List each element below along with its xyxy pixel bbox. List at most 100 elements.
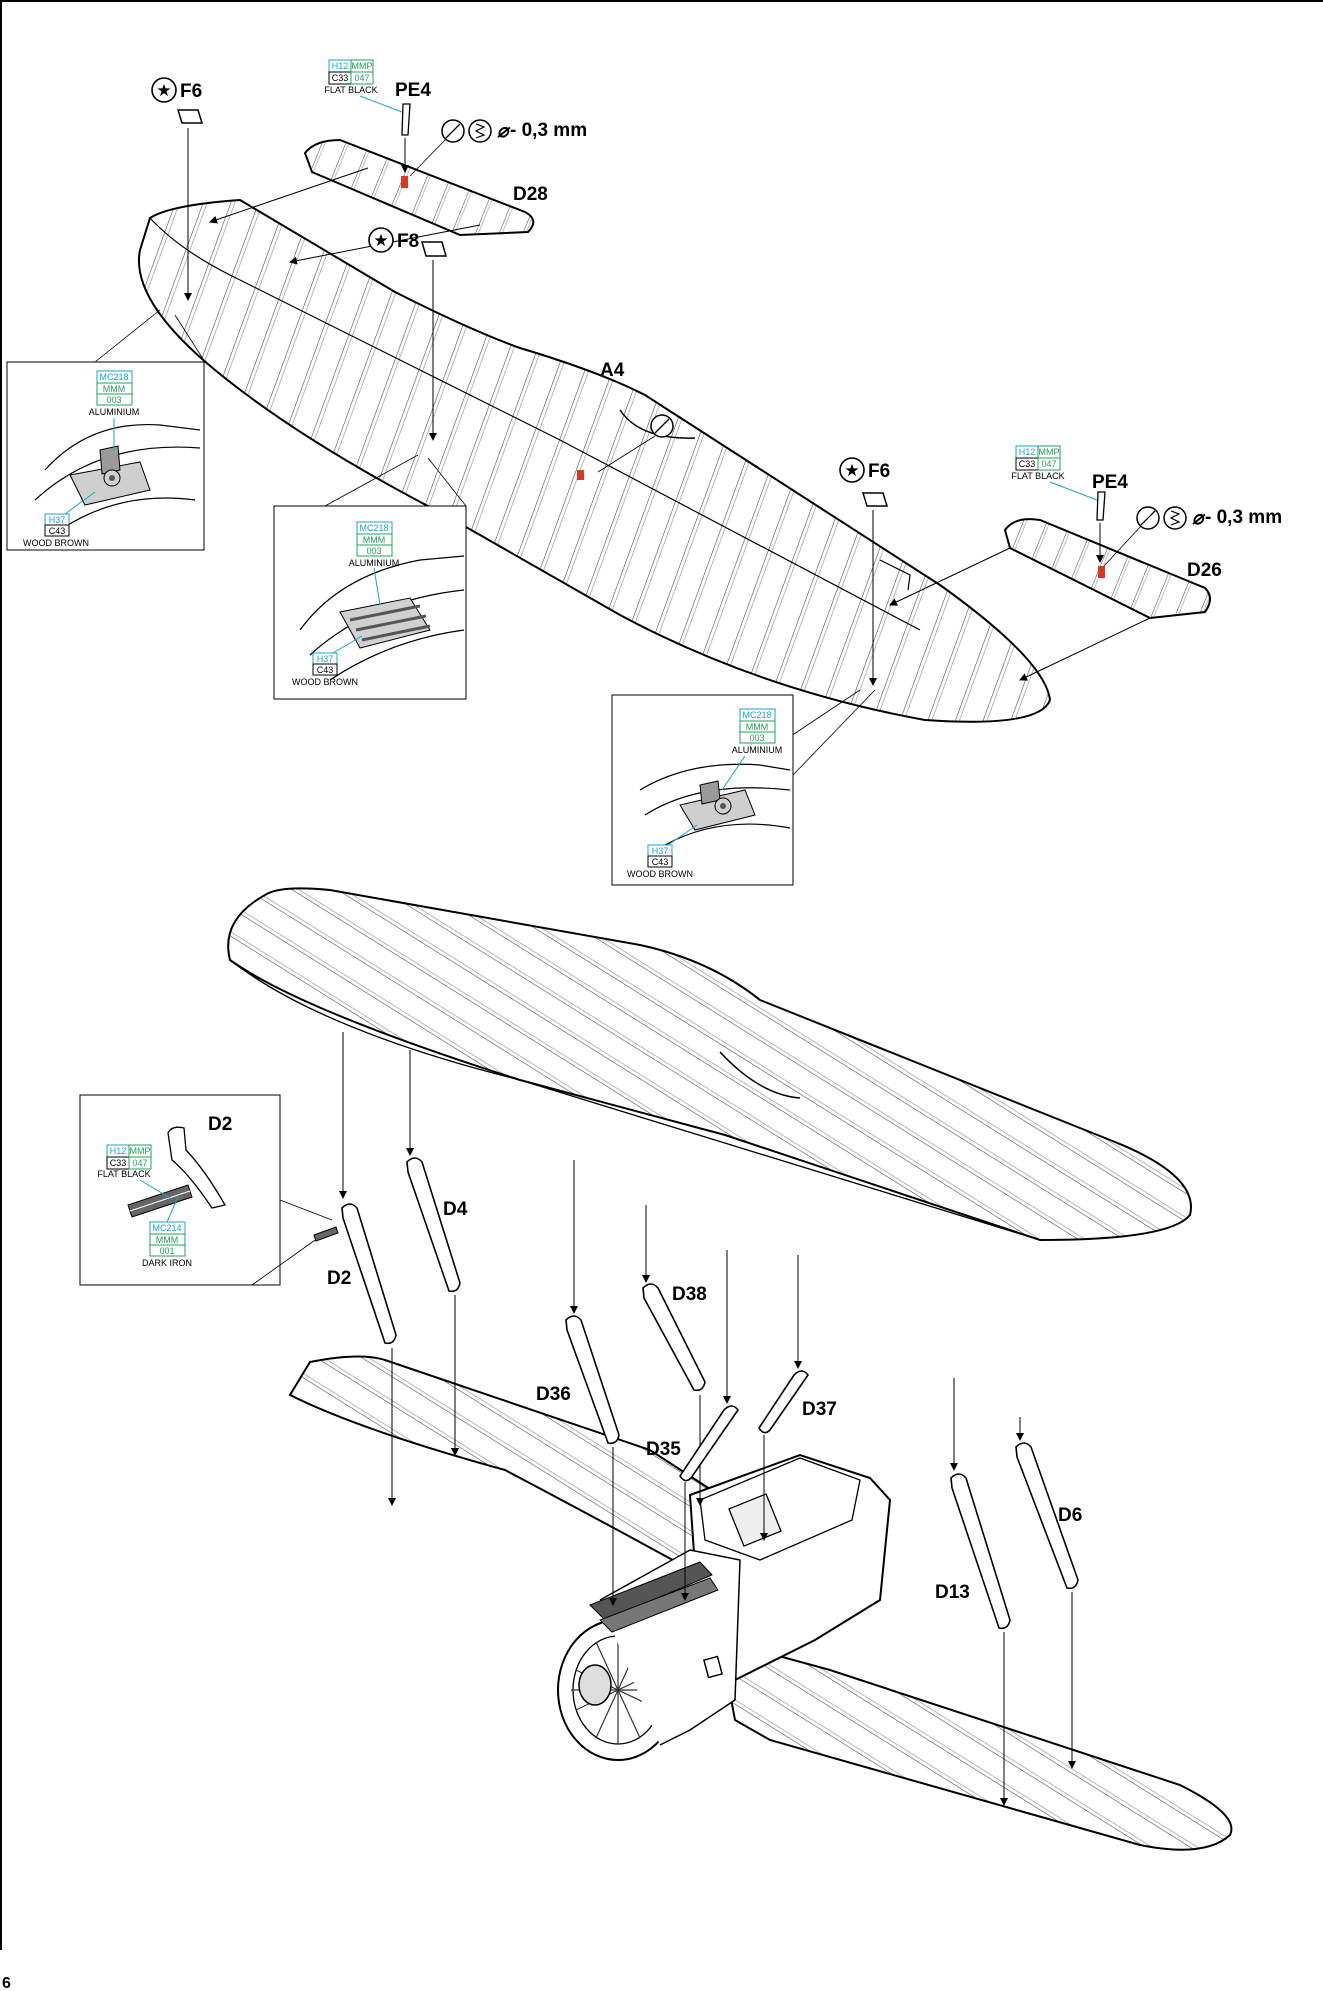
svg-text:MC214: MC214 [152,1223,181,1233]
strut-d13 [950,1473,1011,1630]
svg-text:MMM: MMM [103,384,126,394]
svg-text:H37: H37 [49,515,66,525]
svg-text:003: 003 [106,395,121,405]
part-removal-star-icon [368,227,394,253]
lower-wing-right [718,1638,1233,1851]
upper-wing [227,887,1192,1242]
glue-marker [401,176,408,188]
svg-text:MMM: MMM [746,722,769,732]
aileron-d28 [303,138,535,237]
label-d28: D28 [513,184,548,205]
strut-d35 [679,1405,739,1482]
paint-chip-flat-black-right: H12 MMP C33 047 FLAT BLACK [1011,445,1098,501]
label-d4: D4 [443,1199,468,1220]
label-pe4-left: PE4 [395,80,431,101]
svg-text:C33: C33 [332,73,349,83]
svg-text:MMM: MMM [363,535,386,545]
svg-text:H12: H12 [1019,447,1036,457]
svg-text:H37: H37 [317,654,334,664]
label-d35: D35 [646,1439,681,1460]
page-number: 6 [2,1975,11,1991]
svg-text:003: 003 [366,546,381,556]
svg-text:WOOD BROWN: WOOD BROWN [292,677,358,687]
svg-text:★: ★ [844,461,859,481]
svg-text:ALUMINIUM: ALUMINIUM [349,558,400,568]
d2-clip [313,1226,339,1242]
svg-text:F6: F6 [180,81,202,102]
glue-marker [577,470,584,480]
svg-text:001: 001 [159,1246,174,1256]
label-d36: D36 [536,1384,571,1405]
strut-detail-title: D2 [208,1114,232,1135]
svg-text:C43: C43 [652,857,669,867]
strut-d36 [565,1315,620,1445]
strut-d6 [1015,1442,1079,1590]
svg-text:003: 003 [749,733,764,743]
label-a4: A4 [600,360,625,381]
svg-text:ALUMINIUM: ALUMINIUM [89,407,140,417]
wing-a4 [138,198,1052,723]
paint-chip-flat-black-left: H12 MMP C33 047 FLAT BLACK [324,59,403,113]
svg-text:C43: C43 [49,526,66,536]
diameter-symbol-icon: ⌀ [1192,508,1206,529]
svg-text:C33: C33 [1019,459,1036,469]
part-removal-star-icon [151,77,177,103]
svg-text:H12: H12 [332,61,349,71]
svg-text:MC218: MC218 [359,523,388,533]
svg-text:H12: H12 [110,1146,127,1156]
svg-text:WOOD BROWN: WOOD BROWN [23,538,89,548]
label-d2: D2 [327,1268,351,1289]
detail-box-right: MC218 MMM 003 ALUMINIUM H37 C43 WOOD BRO… [611,689,876,886]
detail-box-center: MC218 MMM 003 ALUMINIUM H37 C43 WOOD BRO… [273,454,467,700]
svg-text:F6: F6 [868,461,890,482]
strut-detail-box: H12 MMP C33 047 FLAT BLACK MC214 MMM 001… [79,1094,333,1286]
svg-text:★: ★ [156,81,171,101]
diameter-symbol-icon: ⌀ [497,121,511,142]
label-d13: D13 [935,1582,970,1603]
star-label-f8: ★ F8 [368,227,419,253]
svg-text:FLAT BLACK: FLAT BLACK [97,1169,150,1179]
struts: D2 D4 D36 D38 D35 D37 D13 D6 [327,1032,1082,1806]
svg-text:MMP: MMP [352,61,373,71]
strut-d37 [758,1370,809,1434]
part-f6 [176,109,204,124]
pe4-part [401,103,411,136]
svg-text:FLAT BLACK: FLAT BLACK [1011,471,1064,481]
drill-bit-icon [1163,506,1187,530]
star-label-f6-left: ★ F6 [151,77,202,103]
svg-text:F8: F8 [397,231,419,252]
glue-marker [1098,566,1105,578]
label-d38: D38 [672,1284,707,1305]
svg-text:047: 047 [1041,459,1056,469]
svg-text:DARK IRON: DARK IRON [142,1258,192,1268]
svg-text:MC218: MC218 [99,372,128,382]
detail-box-left: MC218 MMM 003 ALUMINIUM H37 C43 WOOD BRO… [6,309,206,551]
svg-text:★: ★ [373,231,388,251]
label-d37: D37 [802,1399,837,1420]
part-removal-star-icon [839,457,865,483]
svg-text:047: 047 [354,73,369,83]
biplane-assembly [227,887,1233,1851]
strut-d4 [406,1157,461,1293]
strut-d38 [642,1283,706,1392]
part-f6 [861,492,889,507]
svg-text:MMP: MMP [130,1146,151,1156]
svg-text:MMP: MMP [1039,447,1060,457]
pe4-part [1096,491,1106,521]
svg-text:MMM: MMM [156,1235,179,1245]
label-d26: D26 [1187,560,1222,581]
label-d6: D6 [1058,1505,1082,1526]
star-label-f6-right: ★ F6 [839,457,890,483]
svg-text:C33: C33 [110,1158,127,1168]
upper-wing-top-step: ⌀ - 0,3 mm ⌀ - 0,3 mm ★ F6 ★ F8 ★ F6 A4 … [138,59,1282,723]
part-f8 [421,241,447,257]
svg-text:WOOD BROWN: WOOD BROWN [627,869,693,879]
svg-text:047: 047 [132,1158,147,1168]
svg-text:FLAT BLACK: FLAT BLACK [324,85,377,95]
svg-text:H37: H37 [652,846,669,856]
lower-wing-left [288,1355,757,1577]
strut-d2 [341,1203,397,1345]
drill-bit-icon [468,119,492,143]
svg-text:C43: C43 [317,665,334,675]
